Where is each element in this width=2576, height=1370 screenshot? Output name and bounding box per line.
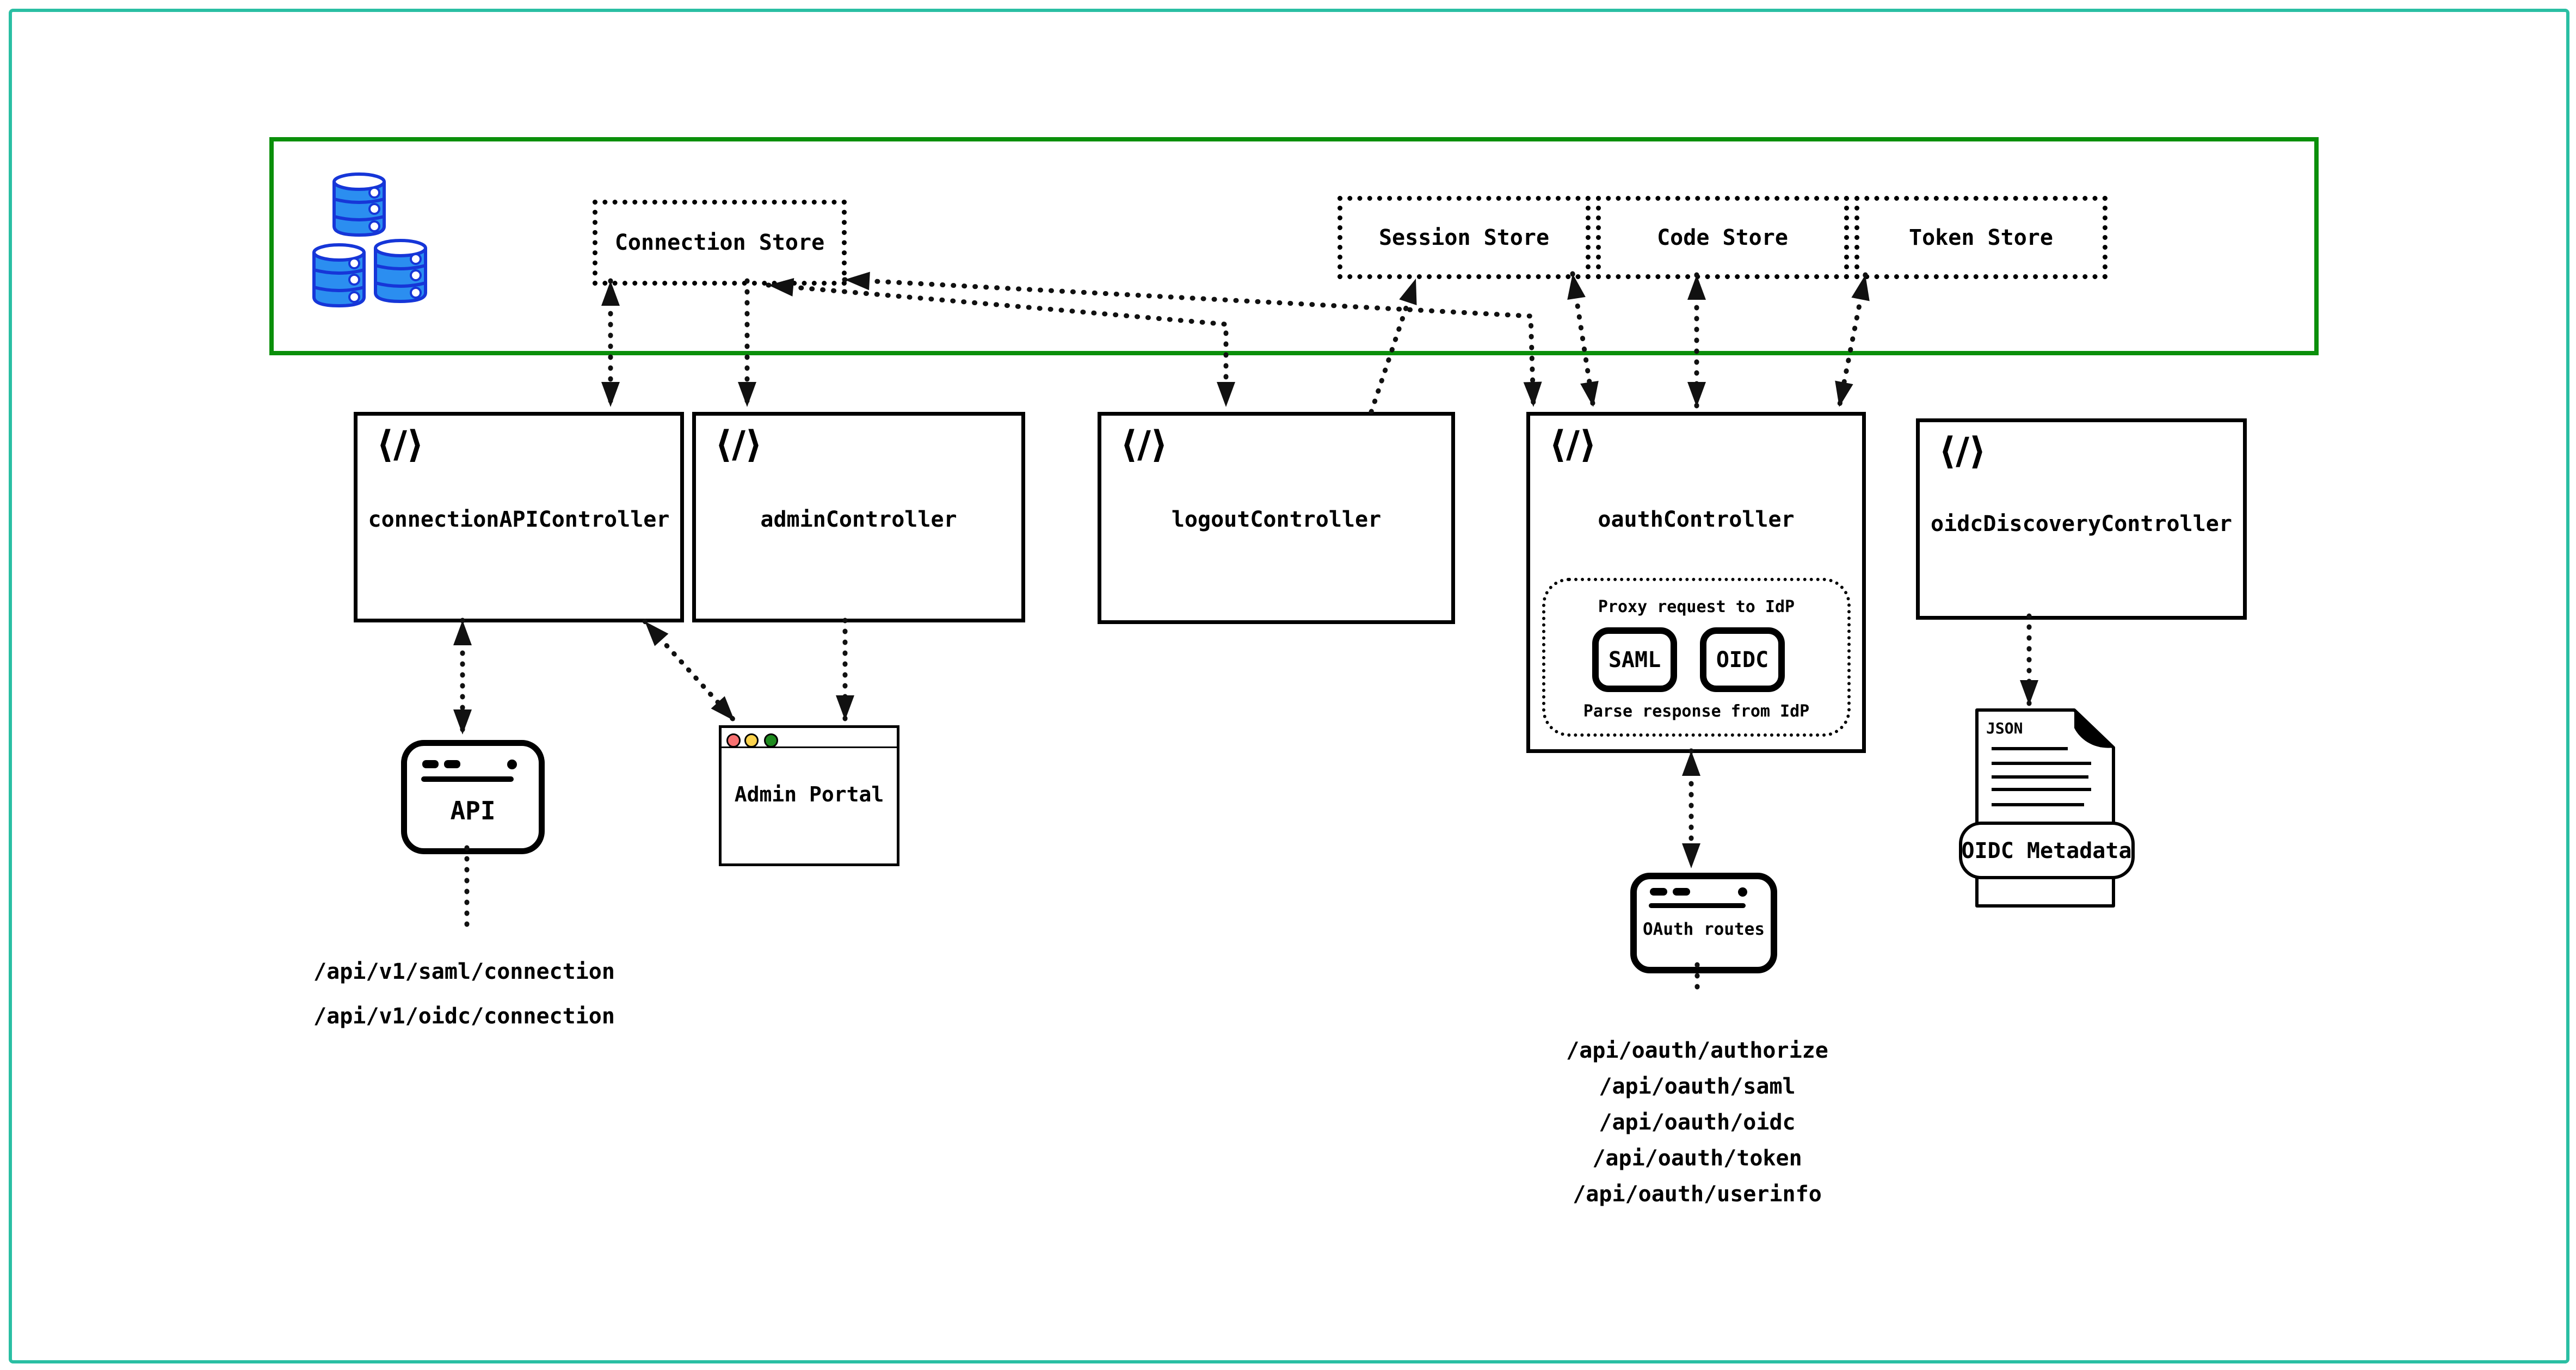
traffic-light-red-icon	[726, 733, 741, 748]
oauth-routes-window: OAuth routes	[1630, 873, 1777, 973]
oauth-controller-box: ⟨/⟩ oauthController Proxy request to IdP…	[1526, 412, 1866, 753]
window-titlebar-line	[1649, 903, 1746, 908]
admin-portal-label: Admin Portal	[734, 782, 884, 806]
admin-controller-box: ⟨/⟩ adminController	[692, 412, 1025, 622]
window-dash-icon	[444, 760, 460, 768]
connection-api-controller-box: ⟨/⟩ connectionAPIController	[354, 412, 684, 622]
code-icon: ⟨/⟩	[1120, 423, 1168, 466]
window-dash-icon	[422, 760, 439, 768]
oidc-discovery-controller-label: oidcDiscoveryController	[1931, 511, 2232, 536]
logout-controller-label: logoutController	[1171, 507, 1382, 532]
route-item: /api/v1/saml/connection	[313, 959, 615, 984]
code-icon: ⟨/⟩	[1939, 430, 1986, 473]
oidc-discovery-controller-box: ⟨/⟩ oidcDiscoveryController	[1916, 418, 2247, 620]
parse-response-label: Parse response from IdP	[1583, 702, 1810, 721]
admin-controller-label: adminController	[760, 507, 957, 532]
proxy-request-label: Proxy request to IdP	[1598, 597, 1795, 616]
oauth-routes-list: /api/oauth/authorize/api/oauth/saml/api/…	[1480, 1033, 1915, 1212]
api-window-label: API	[450, 796, 496, 825]
oidc-chip-label: OIDC	[1716, 647, 1769, 672]
connection-store-label: Connection Store	[614, 230, 825, 255]
traffic-light-yellow-icon	[744, 733, 759, 748]
token-store-box: Token Store	[1854, 196, 2107, 279]
code-icon: ⟨/⟩	[377, 423, 424, 466]
oauth-routes-window-label: OAuth routes	[1643, 919, 1765, 939]
route-item: /api/oauth/saml	[1599, 1074, 1796, 1099]
saml-chip-label: SAML	[1608, 647, 1661, 672]
api-window: API	[401, 740, 545, 854]
window-dash-icon	[1673, 888, 1690, 896]
code-icon: ⟨/⟩	[715, 423, 762, 466]
oidc-chip: OIDC	[1700, 627, 1785, 692]
session-store-label: Session Store	[1378, 225, 1550, 250]
window-dash-icon	[1650, 888, 1667, 896]
outer-frame	[9, 9, 2569, 1363]
connection-store-box: Connection Store	[593, 200, 847, 286]
logout-controller-box: ⟨/⟩ logoutController	[1098, 412, 1455, 624]
route-item: /api/oauth/token	[1592, 1146, 1802, 1171]
route-item: /api/oauth/authorize	[1566, 1038, 1828, 1063]
route-item: /api/v1/oidc/connection	[313, 1004, 615, 1029]
route-item: /api/oauth/userinfo	[1573, 1182, 1822, 1207]
code-store-label: Code Store	[1657, 225, 1788, 250]
route-item: /api/oauth/oidc	[1599, 1110, 1796, 1135]
session-store-box: Session Store	[1338, 196, 1591, 279]
token-store-label: Token Store	[1909, 225, 2053, 250]
connection-api-controller-label: connectionAPIController	[368, 507, 670, 532]
idp-proxy-box: Proxy request to IdP SAML OIDC Parse res…	[1542, 578, 1851, 737]
admin-portal-titlebar	[722, 728, 897, 748]
code-store-box: Code Store	[1596, 196, 1849, 279]
window-titlebar-line	[421, 776, 514, 782]
api-routes-list: /api/v1/saml/connection/api/v1/oidc/conn…	[246, 949, 682, 1039]
saml-chip: SAML	[1592, 627, 1677, 692]
oauth-controller-label: oauthController	[1598, 507, 1795, 532]
window-dot-icon	[1738, 887, 1747, 897]
code-icon: ⟨/⟩	[1549, 423, 1597, 466]
admin-portal-window: Admin Portal	[719, 725, 899, 866]
traffic-light-green-icon	[764, 733, 778, 748]
window-dot-icon	[507, 760, 517, 769]
